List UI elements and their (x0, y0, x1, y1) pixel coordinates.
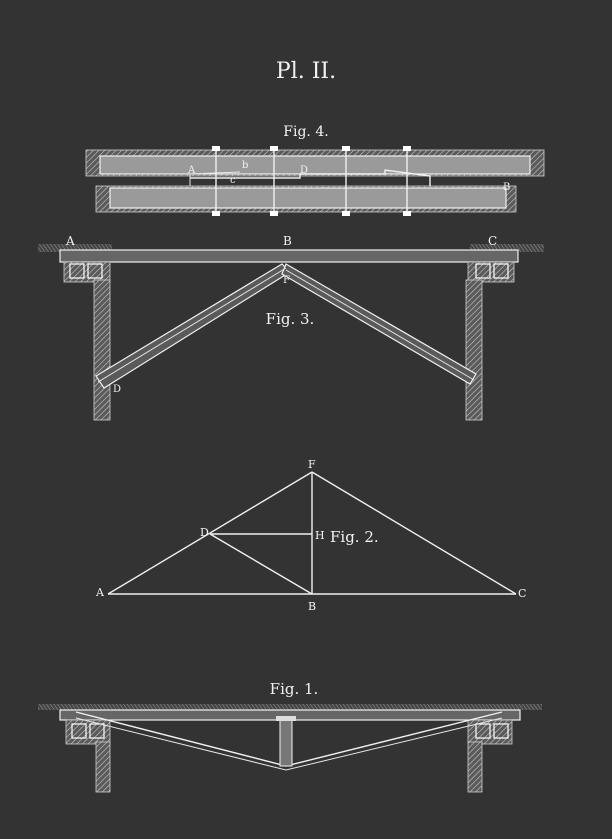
plate-title: Pl. II. (276, 59, 336, 84)
fig2-line-DB (209, 533, 313, 595)
fig1-drawing: Fig. 1. (38, 680, 542, 793)
fig2-line-AF (107, 471, 313, 595)
fig4-drawing: Fig. 4. A b c D B (85, 124, 545, 216)
fig2-letter-C: C (518, 587, 526, 600)
fig3-letter-A: A (65, 234, 75, 248)
fig4-letter-A: A (187, 165, 196, 176)
fig1-right-wall (467, 741, 483, 793)
fig3-letter-D: D (113, 384, 121, 395)
fig3-left-wall (93, 279, 111, 421)
fig3-right-wall (465, 279, 483, 421)
fig2-label: Fig. 2. (330, 528, 379, 546)
fig4-letter-b: b (242, 160, 248, 171)
fig2-line-FC (311, 471, 517, 595)
fig3-label: Fig. 3. (266, 310, 315, 328)
fig1-king-post (279, 719, 293, 767)
fig4-letter-c: c (230, 175, 236, 186)
fig2-letter-B: B (308, 600, 316, 613)
fig2-letter-A: A (95, 586, 105, 599)
fig3-left-strut (95, 263, 291, 389)
fig3-letter-F: F (283, 275, 290, 286)
fig4-letter-B: B (503, 182, 510, 193)
fig2-drawing: Fig. 2. F D H A B C (95, 458, 526, 613)
fig2-letter-F: F (308, 458, 316, 471)
fig1-left-wall (95, 741, 111, 793)
fig3-letter-B: B (283, 234, 292, 248)
fig4-letter-D: D (300, 165, 308, 176)
fig3-drawing: Fig. 3. A B C F D (38, 234, 544, 421)
fig3-tie-beam (59, 249, 519, 263)
fig2-letter-H: H (315, 529, 325, 542)
fig3-letter-C: C (488, 234, 497, 248)
fig4-label: Fig. 4. (283, 124, 328, 140)
fig2-letter-D: D (200, 526, 209, 539)
fig1-label: Fig. 1. (270, 680, 319, 698)
